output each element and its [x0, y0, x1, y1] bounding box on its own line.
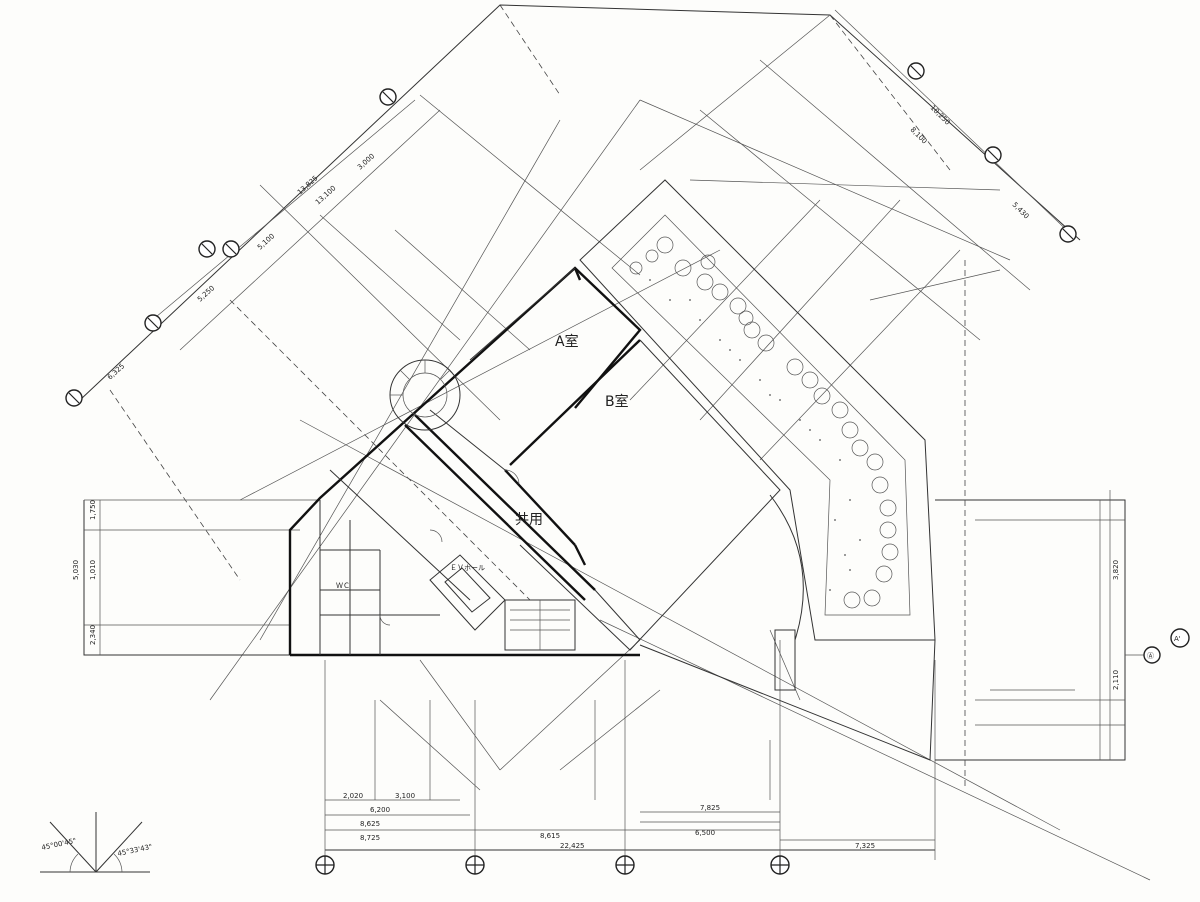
- grid-label-a-prime: A': [1174, 635, 1181, 643]
- dim-top-6: 6,325: [106, 362, 126, 381]
- room-label-wc: ＷＣ: [336, 582, 350, 590]
- dim-bottom-left-1: 2,020: [343, 792, 363, 800]
- grid-bubble-top-right-3: [1059, 225, 1077, 243]
- dim-top-3: 3,000: [356, 152, 376, 171]
- dim-bottom-total: 22,425: [560, 842, 585, 850]
- construction-lines: [209, 99, 1151, 881]
- grid-bubble-bottom-3: [615, 855, 635, 875]
- grid-bubble-right-a-prime: [1170, 628, 1190, 648]
- grid-bubble-bottom-4: [770, 855, 790, 875]
- north-angle-right: 45°33'43": [117, 843, 153, 858]
- dim-bottom-mid: 8,615: [540, 832, 560, 840]
- room-label-b: B室: [605, 393, 629, 410]
- dim-right-side-2: 2,110: [1112, 670, 1120, 690]
- dim-right-2: 8,100: [909, 126, 929, 146]
- grid-bubble-top-left-2: [144, 314, 162, 332]
- dim-top-2: 13,100: [314, 184, 338, 206]
- grid-bubble-top-left-5: [379, 88, 397, 106]
- grid-bubble-top-right-1: [907, 62, 925, 80]
- grid-bubble-bottom-2: [465, 855, 485, 875]
- dim-top-5: 5,250: [196, 284, 216, 303]
- dim-bottom-left-2: 3,100: [395, 792, 415, 800]
- lower-right-wedge: [639, 629, 936, 761]
- garden-area: [579, 179, 936, 641]
- left-extension: [83, 499, 320, 656]
- dim-left-total: 5,030: [72, 560, 80, 580]
- grid-bubbles: [65, 62, 1190, 875]
- dim-right-1: 10,250: [929, 104, 952, 127]
- rotated-site-outline: [79, 4, 1081, 601]
- dim-left-1: 1,750: [89, 500, 97, 520]
- bottom-dimension-area: [324, 640, 936, 870]
- dim-bottom-left-5: 8,725: [360, 834, 380, 842]
- north-angle-symbol: [40, 812, 150, 873]
- right-extension: [935, 260, 1160, 790]
- grid-label-a: Ⓐ: [1147, 652, 1154, 660]
- room-label-a: A室: [555, 333, 579, 350]
- grid-bubble-bottom-1: [315, 855, 335, 875]
- garden-stipple: [649, 279, 861, 591]
- plan-labels: A室 B室 共用 ＥＶホール ＷＣ Ⓐ A' 22,425 7,325 2,02…: [41, 104, 1181, 858]
- room-label-shared: 共用: [515, 512, 543, 528]
- grid-bubble-top-left-1: [65, 389, 83, 407]
- dim-bottom-right: 7,325: [855, 842, 875, 850]
- dim-right-3: 5,430: [1011, 201, 1031, 221]
- dim-bottom-left-3: 6,200: [370, 806, 390, 814]
- dim-top-4: 5,100: [256, 232, 276, 251]
- dim-top-1: 13,825: [296, 174, 320, 196]
- building-footprint: [288, 266, 804, 657]
- room-label-ev-hall: ＥＶホール: [450, 564, 485, 572]
- dim-left-3: 2,340: [89, 625, 97, 645]
- grid-bubble-top-right-2: [984, 146, 1002, 164]
- dim-bottom-right-2: 6,500: [695, 829, 715, 837]
- dim-left-2: 1,010: [89, 560, 97, 580]
- grid-bubble-right-a: [1143, 646, 1161, 664]
- grid-bubble-top-left-4: [222, 240, 240, 258]
- dim-right-side-1: 3,820: [1112, 560, 1120, 580]
- north-angle-left: 45°00'45": [41, 837, 77, 852]
- grid-bubble-top-left-3: [198, 240, 216, 258]
- dim-bottom-right-1: 7,825: [700, 804, 720, 812]
- dim-bottom-left-4: 8,625: [360, 820, 380, 828]
- garden-trees: [629, 236, 899, 609]
